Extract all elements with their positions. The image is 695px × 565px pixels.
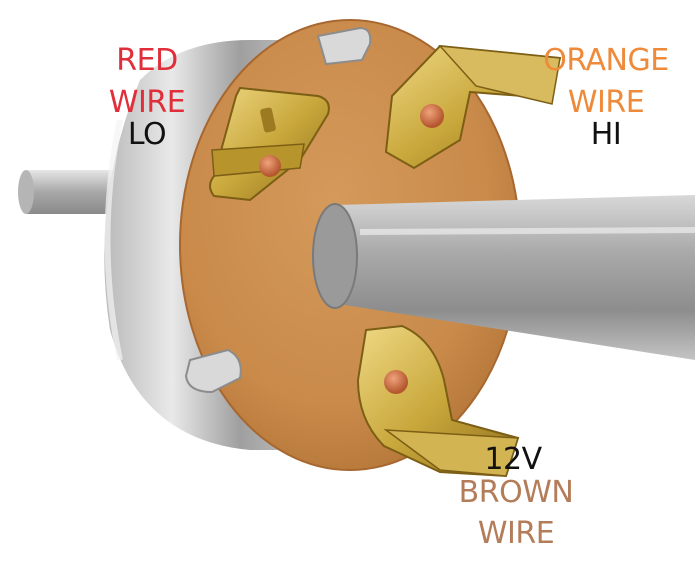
brown-wire-label-line2: WIRE xyxy=(477,516,555,551)
rivet xyxy=(420,104,444,128)
housing-tab-top xyxy=(316,26,372,66)
rivet xyxy=(384,370,408,394)
terminal-lo xyxy=(209,86,330,202)
hi-function-label: HI xyxy=(590,117,622,152)
brown-wire-label-line1: BROWN xyxy=(458,475,574,510)
red-wire-label-line1: RED xyxy=(116,43,178,78)
rivet xyxy=(259,155,281,177)
orange-wire-label-line1: ORANGE xyxy=(543,43,669,78)
12v-function-label: 12V xyxy=(484,442,542,477)
terminal-hi xyxy=(384,44,562,170)
main-shaft xyxy=(311,195,695,360)
terminal-12v xyxy=(356,324,520,478)
lo-function-label: LO xyxy=(127,117,167,152)
orange-wire-label-line2: WIRE xyxy=(567,85,645,120)
red-wire-label-line2: WIRE xyxy=(108,85,186,120)
housing-tab-bottom xyxy=(184,348,242,394)
back-shaft-pin xyxy=(18,170,132,214)
